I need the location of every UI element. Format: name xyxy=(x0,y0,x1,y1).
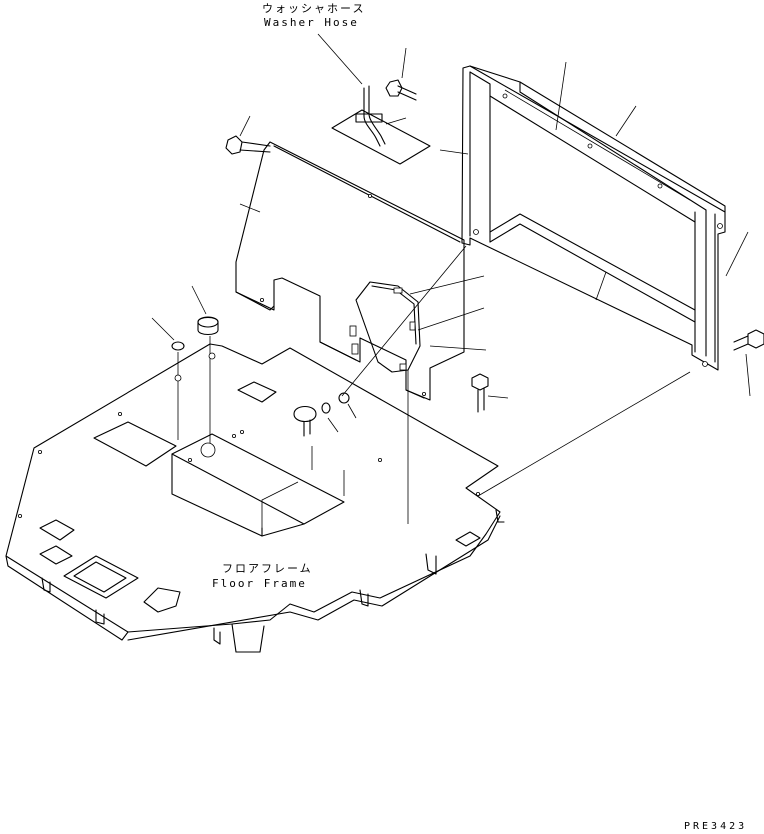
rear-cover-panel xyxy=(235,141,487,524)
washer-hose-label-jp: ウォッシャホース xyxy=(262,2,366,15)
floor-frame-label-jp: フロアフレーム xyxy=(222,562,313,575)
washer-hose-label-en: Washer Hose xyxy=(264,16,359,29)
bolt-far-right xyxy=(733,329,764,397)
bolt-upper-left xyxy=(225,115,271,155)
bolt-right-middle xyxy=(471,373,509,413)
floor-frame xyxy=(5,343,691,653)
washer-hose-bracket xyxy=(317,33,431,165)
drawing-code: PRE3423 xyxy=(684,821,748,832)
grommets xyxy=(151,285,357,470)
floor-frame-label-en: Floor Frame xyxy=(212,577,307,590)
rear-frame xyxy=(439,61,749,371)
